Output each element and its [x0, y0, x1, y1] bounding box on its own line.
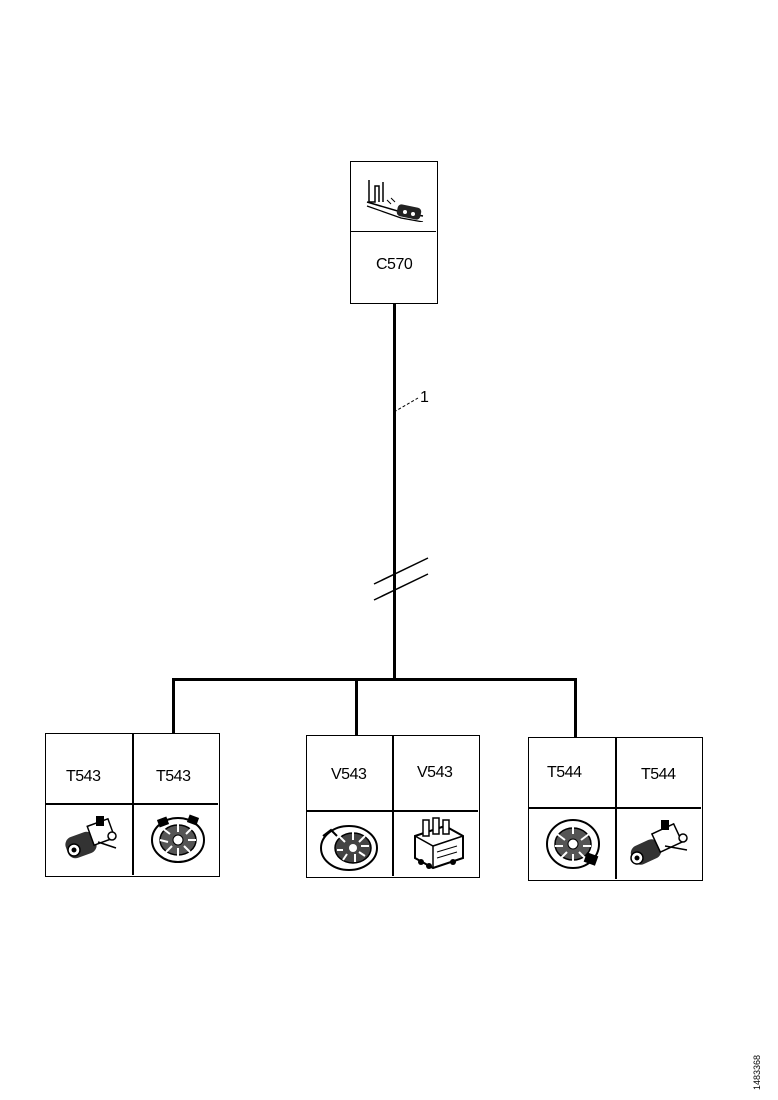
- group-divider: [392, 736, 394, 876]
- wire-break-mark: [373, 557, 429, 601]
- connector-label: C570: [376, 256, 413, 273]
- connector-plug-icon: [625, 816, 695, 876]
- connector-label-right: T543: [156, 768, 191, 785]
- connector-plug-icon: [58, 812, 124, 868]
- connector-label-left: V543: [331, 766, 367, 783]
- connector-label-right: T544: [641, 766, 676, 783]
- connector-socket-icon: [405, 816, 471, 876]
- connector-housing-icon: [144, 810, 210, 870]
- group-divider: [132, 734, 134, 875]
- connector-group-2[interactable]: V543 V543: [306, 735, 480, 878]
- branch-bus-horizontal: [172, 678, 577, 681]
- group-divider: [615, 738, 617, 879]
- connector-label-left: T544: [547, 764, 582, 781]
- connector-image-cell: [351, 162, 436, 232]
- document-id: 1483368: [752, 1054, 762, 1090]
- terminal-pin-icon: [361, 172, 427, 222]
- branch-drop-middle: [355, 678, 358, 736]
- branch-drop-right: [574, 678, 577, 738]
- connector-box-top[interactable]: C570: [350, 161, 438, 304]
- main-wire-vertical: [393, 303, 396, 680]
- connector-group-1[interactable]: T543 T543: [45, 733, 220, 877]
- connector-housing-icon: [541, 814, 607, 874]
- connector-group-3[interactable]: T544 T544: [528, 737, 703, 881]
- group-divider: [307, 810, 478, 812]
- connector-label-right: V543: [417, 764, 453, 781]
- connector-label-left: T543: [66, 768, 101, 785]
- callout-leader: [393, 397, 419, 413]
- wire-callout-number: 1: [420, 389, 429, 406]
- branch-drop-left: [172, 678, 175, 736]
- connector-housing-icon: [313, 816, 383, 876]
- group-divider: [46, 803, 218, 805]
- group-divider: [529, 807, 701, 809]
